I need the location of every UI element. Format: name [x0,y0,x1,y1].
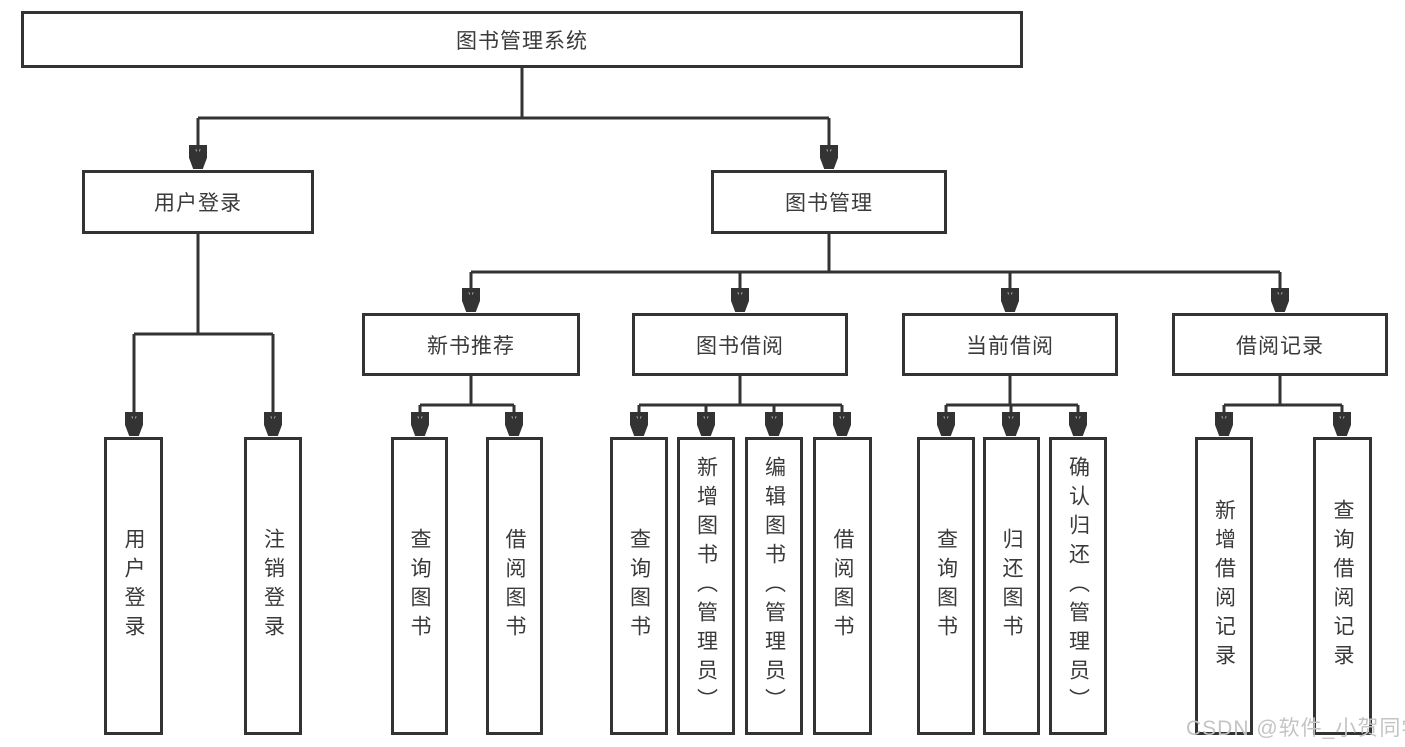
node-label: 图书管理 [785,192,873,215]
node-label: 当前借阅 [966,334,1054,358]
node-query-books-recommend: 查询图书 [391,437,448,735]
node-return-book: 归还图书 [983,437,1040,735]
node-book-management: 图书管理 [711,170,947,234]
node-confirm-return-admin: 确认归还（管理员） [1049,437,1107,735]
node-label: 新书推荐 [427,334,515,358]
node-label: 确认归还（管理员） [1066,455,1090,717]
node-label: 新增借阅记录 [1212,499,1236,673]
node-add-book-admin: 新增图书（管理员） [677,437,735,735]
node-label: 图书借阅 [696,334,784,358]
node-current-borrowing: 当前借阅 [902,313,1118,376]
node-query-borrow-record: 查询借阅记录 [1313,437,1372,735]
node-library-system: 图书管理系统 [21,11,1023,68]
node-label: 注销登录 [261,528,285,644]
node-label: 用户登录 [154,192,242,215]
node-label: 借阅记录 [1236,334,1324,358]
node-label: 归还图书 [1000,528,1023,644]
node-user-login: 用户登录 [104,437,163,735]
node-query-books-current: 查询图书 [917,437,975,735]
node-user-login-group: 用户登录 [82,170,314,234]
node-label: 查询图书 [627,528,651,644]
node-borrow-books: 借阅图书 [813,437,872,735]
node-logout: 注销登录 [244,437,302,735]
node-add-borrow-record: 新增借阅记录 [1195,437,1253,735]
node-label: 借阅图书 [503,528,526,644]
node-borrowing-records: 借阅记录 [1172,313,1388,376]
node-label: 查询借阅记录 [1331,499,1354,673]
node-query-books-borrowing: 查询图书 [610,437,668,735]
node-book-borrowing: 图书借阅 [632,313,848,376]
node-label: 查询图书 [934,528,958,644]
node-borrow-books-recommend: 借阅图书 [486,437,543,735]
csdn-watermark: CSDN @软件_小贺同学 [1186,717,1405,740]
node-label: 查询图书 [408,528,431,644]
node-label: 新增图书（管理员） [694,455,718,717]
node-label: 借阅图书 [831,528,854,644]
node-label: 图书管理系统 [456,29,588,53]
node-edit-book-admin: 编辑图书（管理员） [745,437,803,735]
node-label: 编辑图书（管理员） [762,455,786,717]
node-label: 用户登录 [122,528,145,644]
node-new-book-recommend: 新书推荐 [362,313,580,376]
